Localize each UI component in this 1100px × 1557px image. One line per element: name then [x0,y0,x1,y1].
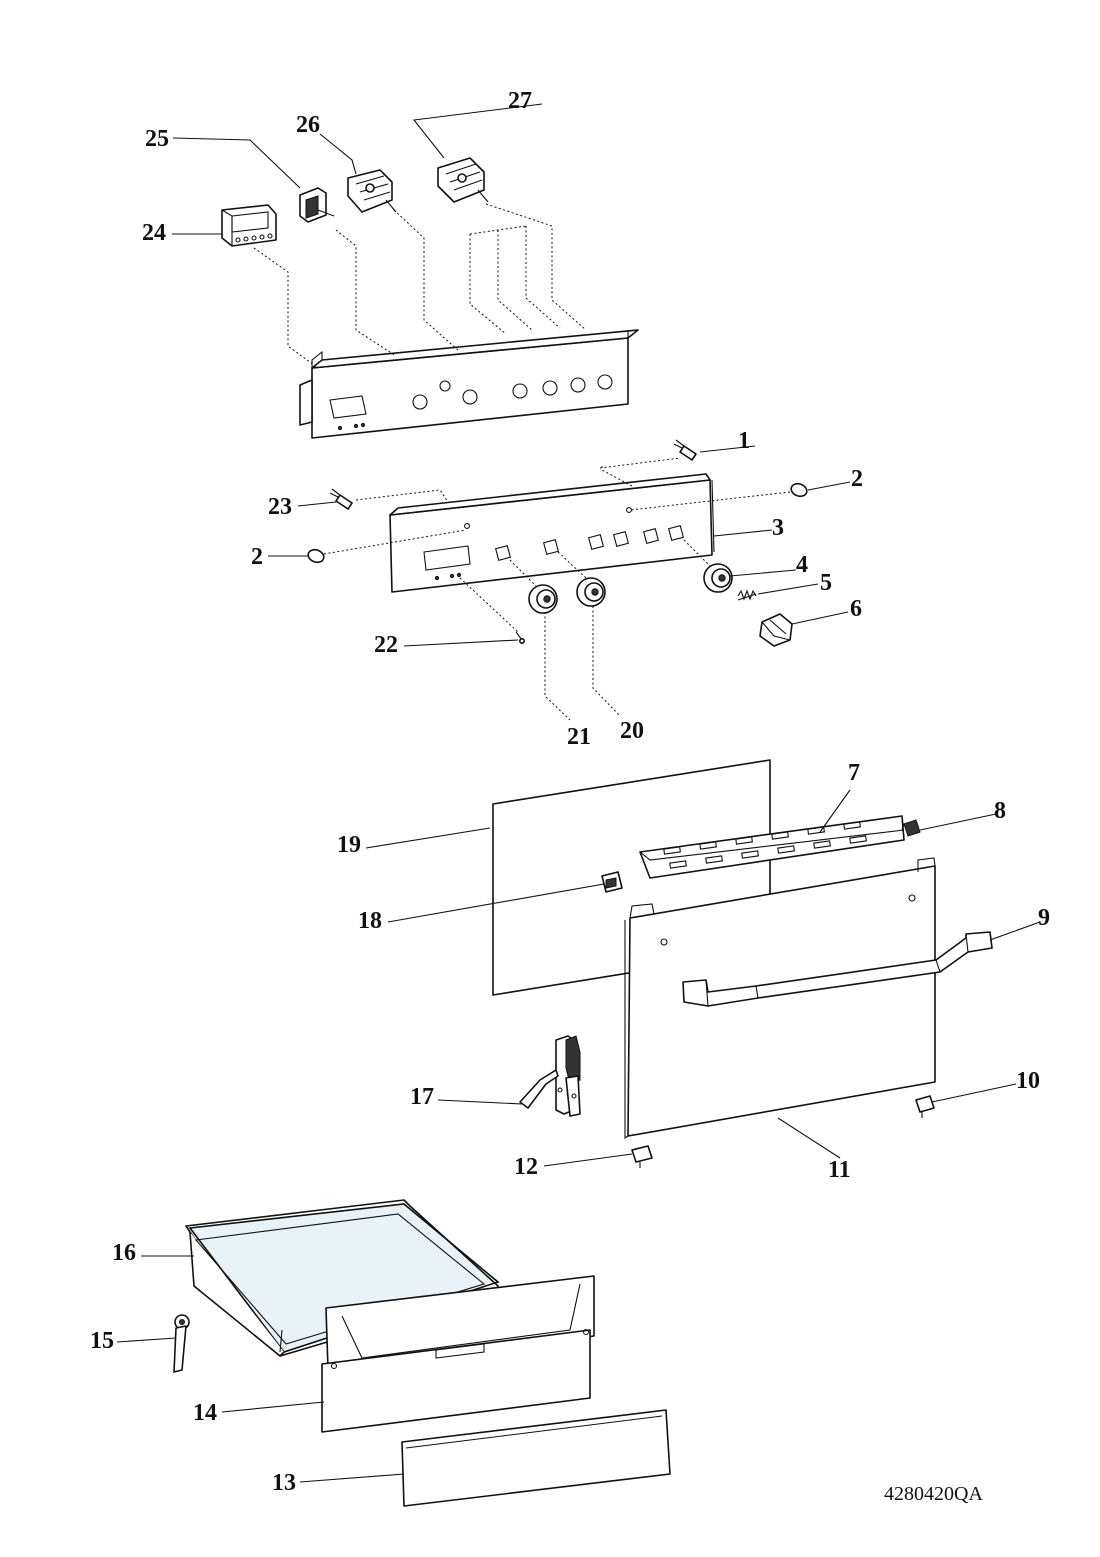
part-6-control-knob [759,613,793,647]
part-17-door-hinge [519,1035,581,1117]
part-27-rotary-switch [437,157,489,203]
callout-17: 17 [410,1084,434,1110]
part-4-knob-bush [703,563,733,593]
part-15-drawer-hinge [173,1314,190,1373]
part-11-door-panel [624,857,936,1140]
part-10-hinge-block [915,1095,935,1118]
part-1-lamp [673,439,697,461]
part-8-clip [901,819,921,837]
part-14-drawer-front [321,1275,595,1433]
part-22-screw [515,631,525,644]
part-12-hinge-block [631,1145,653,1168]
callout-3: 3 [772,515,784,541]
control-bracket [299,329,639,439]
callout-2-right: 2 [851,466,863,492]
callout-21: 21 [567,724,591,750]
callout-27: 27 [508,88,532,114]
callout-4: 4 [796,552,808,578]
callout-8: 8 [994,798,1006,824]
callout-13: 13 [272,1470,296,1496]
part-5-spring [737,589,757,601]
callout-20: 20 [620,718,644,744]
callout-25: 25 [145,126,169,152]
part-20-knob-bush [576,577,606,607]
callout-26: 26 [296,112,320,138]
callout-22: 22 [374,632,398,658]
callout-9: 9 [1038,905,1050,931]
callout-24: 24 [142,220,166,246]
callout-5: 5 [820,570,832,596]
callout-15: 15 [90,1328,114,1354]
leader-lines [116,103,1041,1483]
part-3-control-panel [389,473,715,593]
part-23-lamp [329,488,353,510]
callout-12: 12 [514,1154,538,1180]
callout-18: 18 [358,908,382,934]
callout-7: 7 [848,760,860,786]
callout-16: 16 [112,1240,136,1266]
callout-11: 11 [828,1157,851,1183]
callout-14: 14 [193,1400,217,1426]
drawing-code: 4280420QA [884,1483,983,1505]
part-26-rotary-switch [347,169,397,213]
part-21-knob-bush [528,584,558,614]
part-7-door-vent-strip [639,815,905,879]
callout-labels: 1 2 2 3 4 5 6 7 8 9 10 11 12 13 14 15 16… [90,88,1050,1496]
part-13-drawer-trim [401,1409,671,1507]
part-2-lens-left [307,548,325,564]
callout-19: 19 [337,832,361,858]
callout-10: 10 [1016,1068,1040,1094]
callout-6: 6 [850,596,862,622]
callout-2-left: 2 [251,544,263,570]
dotted-connectors [253,203,791,721]
part-9-door-handle [682,931,993,1007]
callout-23: 23 [268,494,292,520]
callout-1: 1 [738,428,750,454]
part-18-clip [601,871,623,893]
part-2-lens-right [790,482,808,498]
part-24-timer-module [221,204,277,247]
part-25-switch [299,187,335,223]
